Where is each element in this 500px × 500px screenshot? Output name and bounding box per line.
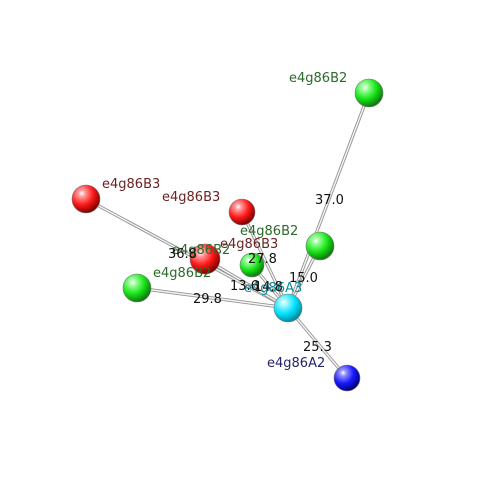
red-atom-left (71, 184, 101, 214)
bond-core (287, 92, 370, 309)
bond-core (287, 307, 348, 379)
blue-atom (333, 364, 361, 392)
bond-red3 (203, 257, 290, 310)
distance-label-29-8: 29.8 (193, 292, 222, 307)
blue-atom-label: e4g86A2 (267, 356, 325, 371)
distance-label-13-6: 13.6 (230, 279, 259, 294)
bond-green4 (135, 286, 290, 310)
bond-red2 (240, 210, 290, 310)
red-atom-top-label: e4g86B3 (162, 190, 220, 205)
green-atom-middle (239, 252, 265, 278)
distance-label-15-0: 15.0 (289, 271, 318, 286)
bond-blue (286, 306, 349, 380)
green-atom-right-label: e4g86B2 (240, 224, 298, 239)
red-atom-left-label: e4g86B3 (102, 177, 160, 192)
green-atom-left (122, 273, 152, 303)
red-atom-middle-label: e4g86B3 (220, 237, 278, 252)
center-atom (273, 293, 303, 323)
green-atom-right (305, 231, 335, 261)
green-atom-middle-label: e4g86B2 (172, 243, 230, 258)
green-atom-left-label: e4g86B2 (153, 266, 211, 281)
green-atom-upper (354, 78, 384, 108)
bond-core (204, 258, 289, 309)
center-atom-label: e4g86A3 (244, 281, 302, 296)
label-layer: e4g86A3e4g86A2e4g86B2e4g86B2e4g86B2e4g86… (102, 71, 347, 371)
red-atom-top (228, 198, 256, 226)
distance-label-37-0: 37.0 (315, 193, 344, 208)
atom-layer (71, 78, 384, 392)
bond-green1 (286, 91, 371, 310)
distance-label-27-8: 27.8 (248, 252, 277, 267)
bond-core (241, 211, 289, 309)
bond-core (136, 287, 289, 309)
green-atom-upper-label: e4g86B2 (289, 71, 347, 86)
red-atom-middle (189, 243, 221, 275)
distance-label-36-8: 36.8 (168, 247, 197, 262)
distance-label-14-8: 14.8 (254, 280, 283, 295)
distance-label-25-3: 25.3 (303, 340, 332, 355)
